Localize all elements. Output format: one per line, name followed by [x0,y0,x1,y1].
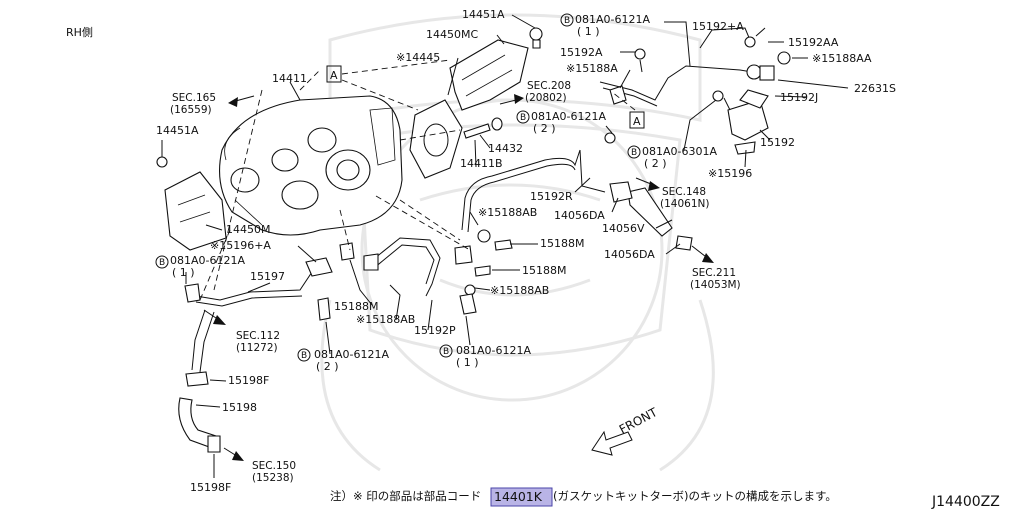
section-ref-code: (15238) [252,472,294,484]
part-label: 081A0-6121A [170,254,245,267]
part-label: 15198 [222,401,257,414]
section-ref-code: (16559) [170,104,212,116]
part-label: 15192R [530,190,573,203]
leader-lines [161,14,849,478]
section-ref: SEC.208 [527,80,571,92]
hose-15198 [178,309,221,453]
part-labels: 14451A 14450MC ※14445 14411 14451A 14450… [156,8,896,494]
part-label: 14432 [488,142,523,155]
marker-b: B [159,258,165,268]
part-label: 15198F [228,374,269,387]
part-label: 15192 [760,136,795,149]
part-label: 081A0-6121A [456,344,531,357]
part-label: ※15188AA [812,52,872,65]
part-label: ※15196+A [210,239,271,252]
section-ref: SEC.112 [236,330,280,342]
part-label: ( 1 ) [172,266,195,279]
part-label: ( 2 ) [316,360,339,373]
part-label: 14450M [226,223,270,236]
section-ref: SEC.148 [662,186,706,198]
footer-note: 注）※ 印の部品は部品コード 14401K (ガスケットキットターボ)のキットの… [330,487,837,507]
part-label: 15197 [250,270,285,283]
stud-and-nut [463,117,503,139]
oil-feed-tubes [599,27,791,155]
part-label: 15192J [780,91,818,104]
ref-box-a-top-label: A [330,69,338,82]
marker-b: B [301,351,307,361]
direction-arrows [203,94,714,461]
part-label: 14451A [462,8,505,21]
part-label: 15192A [560,46,603,59]
ref-box-a-right: A [629,111,645,129]
section-ref: SEC.165 [172,92,216,104]
circled-b-markers: B B B B B B [155,13,641,362]
front-indicator: FRONT [591,405,660,456]
part-label: ※15188AB [490,284,549,297]
part-label: 14411B [460,157,503,170]
part-label: 15188M [540,237,584,250]
tube-15192P [363,229,513,315]
side-label: RH側 [66,26,93,39]
part-label: ※15196 [708,167,752,180]
part-label: 15198F [190,481,231,494]
part-label: 15188M [522,264,566,277]
front-label: FRONT [617,405,660,437]
part-label: 14450MC [426,28,478,41]
marker-b: B [564,16,570,26]
section-ref-code: (11272) [236,342,278,354]
turbocharger-assembly [164,95,403,251]
marker-b: B [443,347,449,357]
ref-box-a-top: A [326,65,342,83]
section-ref-code: (14053M) [690,279,741,291]
hose-14056V [609,181,693,251]
part-label: ※15188A [566,62,618,75]
marker-b: B [520,113,526,123]
footer-note-suffix: (ガスケットキットターボ)のキットの構成を示します。 [553,489,837,503]
part-label: 15188M [334,300,378,313]
part-label: ( 2 ) [644,157,667,170]
section-ref: SEC.150 [252,460,296,472]
figure-code: J14400ZZ [931,494,1000,510]
part-label: 14056DA [604,248,655,261]
gasket-14445 [409,99,463,179]
part-label: ( 1 ) [577,25,600,38]
part-label: 15192AA [788,36,839,49]
watermark-emblem [320,13,715,472]
part-label: 081A0-6121A [314,348,389,361]
part-label: 081A0-6301A [642,145,717,158]
part-label: 14451A [156,124,199,137]
section-ref-code: (20802) [525,92,567,104]
dashed-leaders [199,59,636,301]
section-references: SEC.165 (16559) SEC.208 (20802) SEC.148 … [170,80,741,484]
tube-15197 [184,242,355,321]
section-ref-code: (14061N) [660,198,709,210]
ref-box-a-right-label: A [633,115,641,128]
part-label: 14411 [272,72,307,85]
part-label: 14056V [602,222,645,235]
footer-note-code: 14401K [494,489,543,504]
part-label: 15192P [414,324,456,337]
section-ref: SEC.211 [692,267,736,279]
part-label: ※14445 [396,51,440,64]
part-label: ( 2 ) [533,122,556,135]
part-label: 081A0-6121A [531,110,606,123]
marker-b: B [631,148,637,158]
footer-code-highlight [490,487,553,507]
part-label: 14056DA [554,209,605,222]
part-label: 081A0-6121A [575,13,650,26]
part-label: 22631S [854,82,896,95]
footer-note-prefix: 注）※ 印の部品は部品コード [330,489,481,503]
part-label: ( 1 ) [456,356,479,369]
part-label: ※15188AB [478,206,537,219]
part-label: 15192+A [692,20,744,33]
heat-shield-upper [449,39,529,111]
part-label: ※15188AB [356,313,415,326]
bolt-markers [156,27,756,168]
